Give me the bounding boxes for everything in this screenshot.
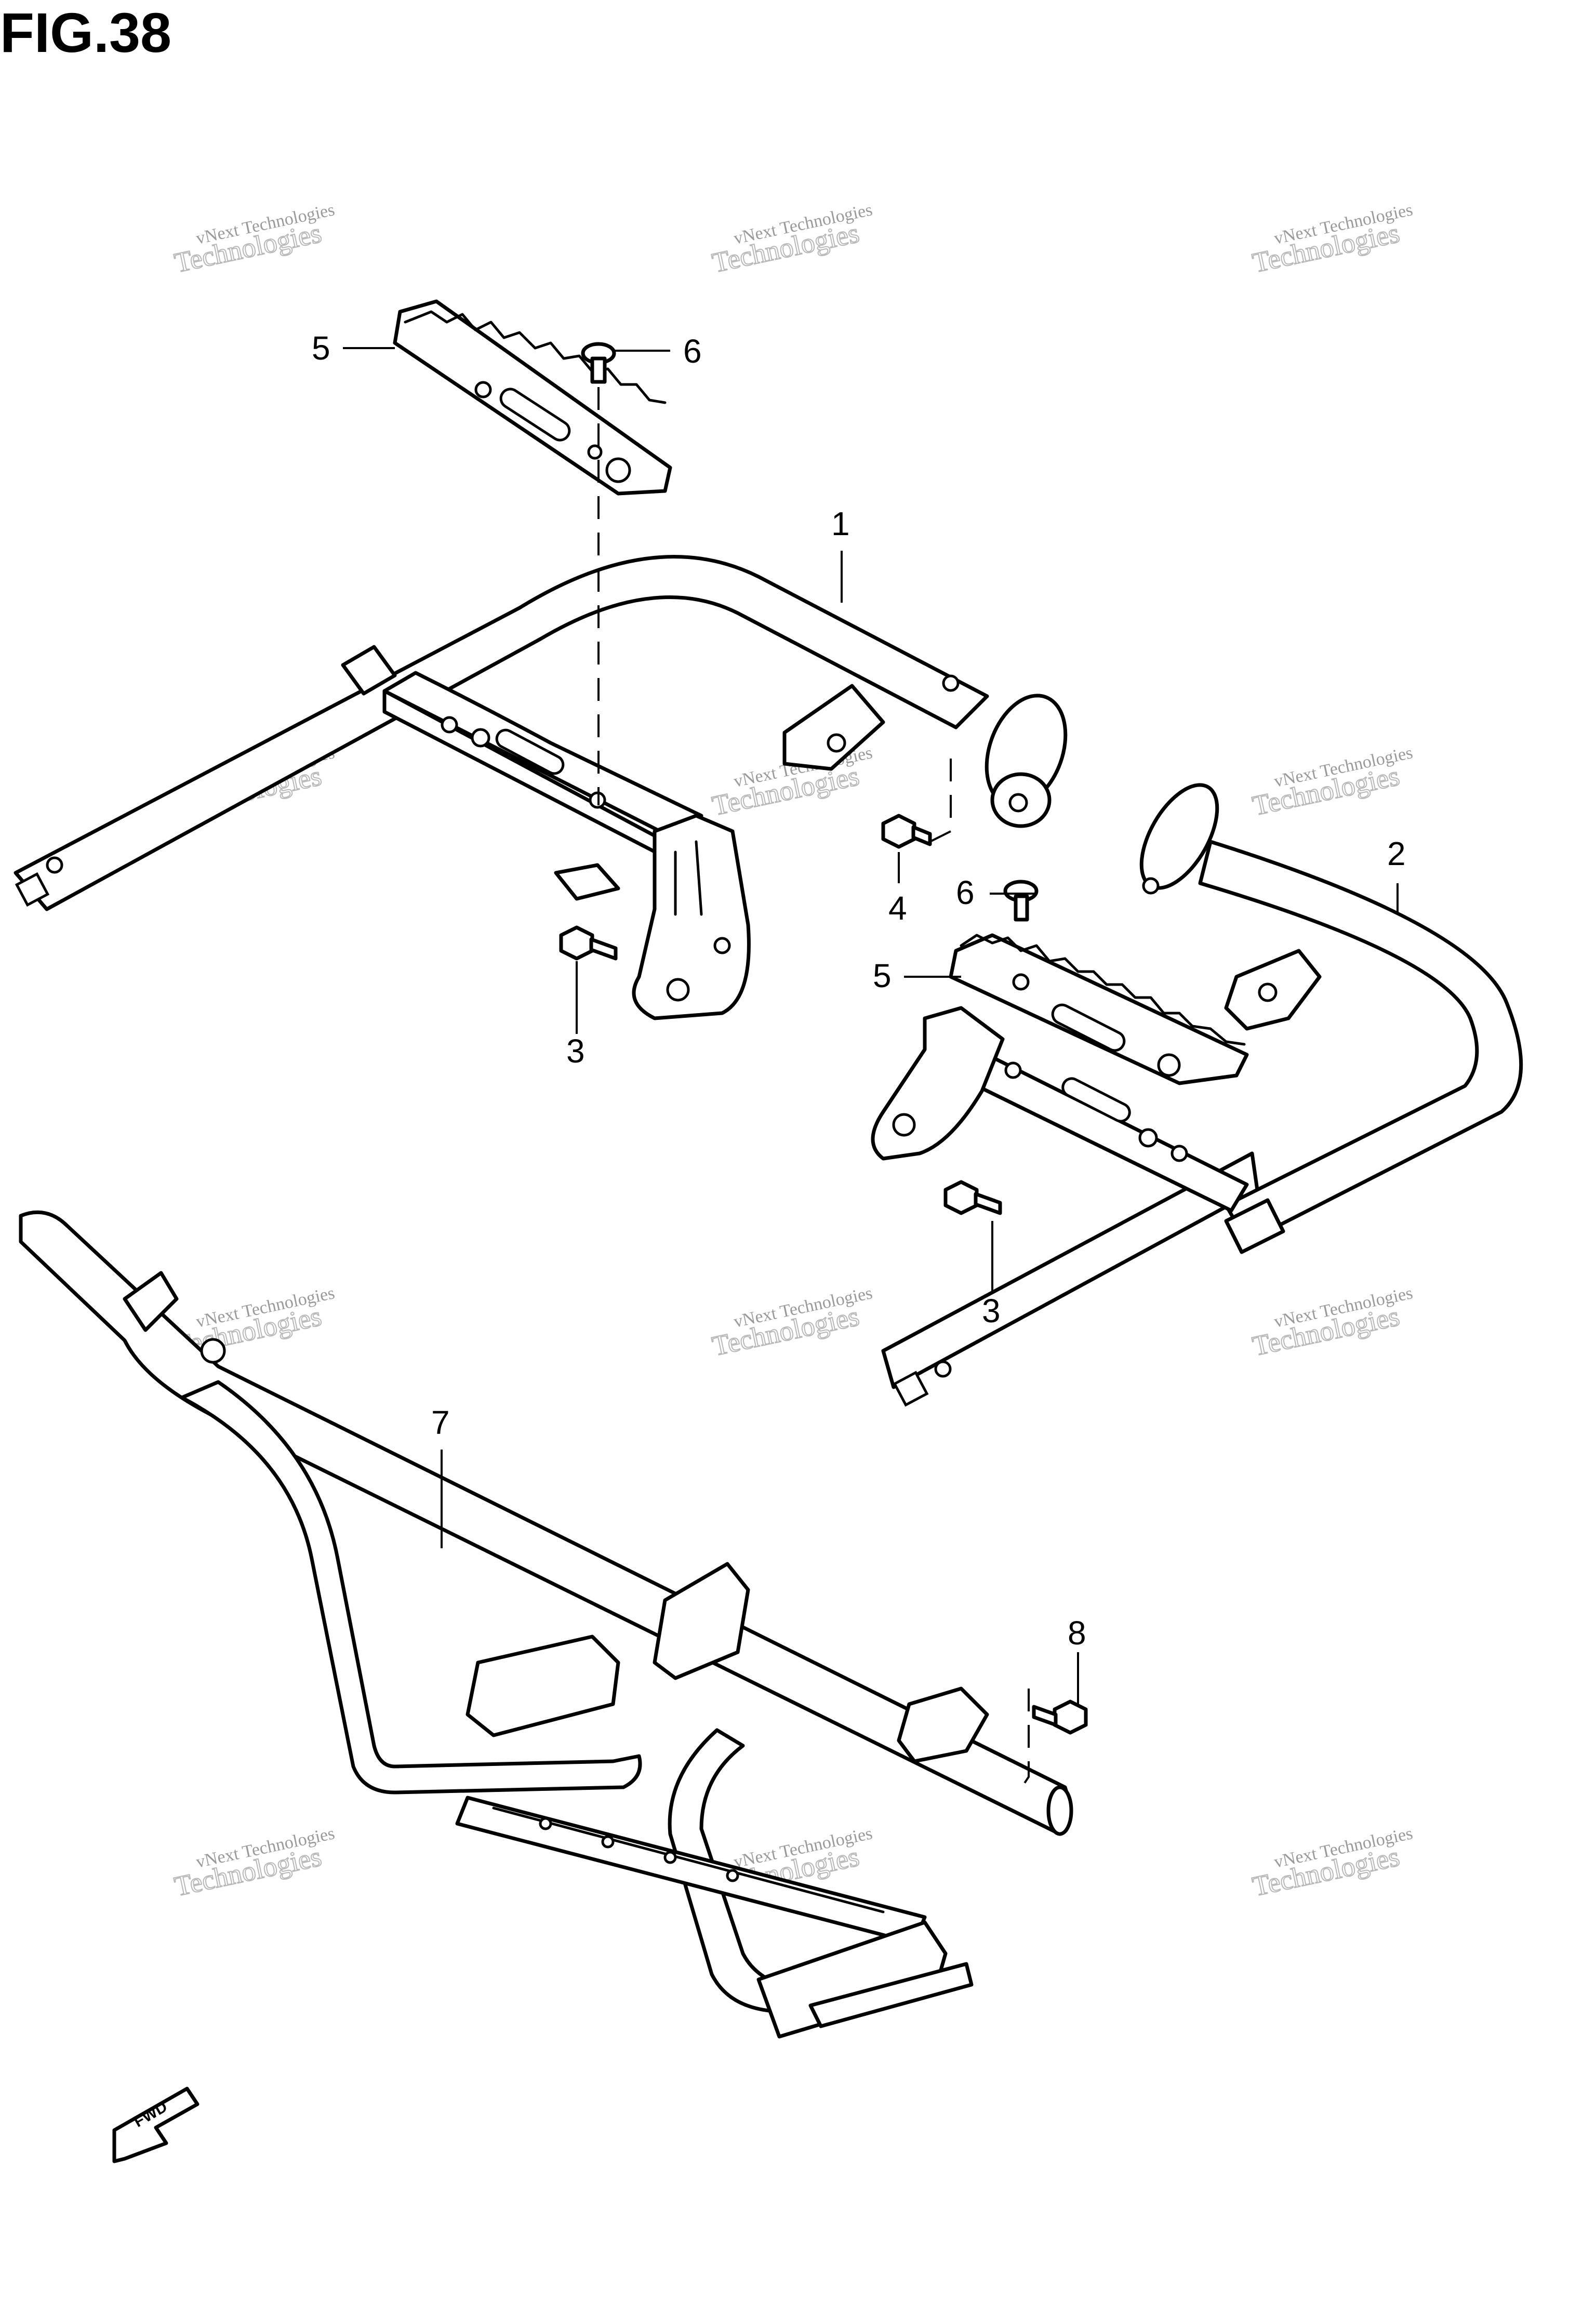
callout-6-lower: 6 xyxy=(956,874,975,911)
callout-3-right: 3 xyxy=(566,1032,585,1070)
watermark: Technologies vNext Technologies xyxy=(709,1283,874,1362)
callout-7: 7 xyxy=(431,1404,450,1441)
part-3-bolt-right xyxy=(559,925,618,961)
part-1-footrest-frame-right xyxy=(14,555,1068,1020)
callout-3-left: 3 xyxy=(982,1292,1001,1330)
part-2-footrest-frame-left xyxy=(871,783,1523,1407)
callout-6-upper: 6 xyxy=(683,333,702,370)
callout-5-upper: 5 xyxy=(312,329,330,367)
leader-lines xyxy=(343,347,1399,1793)
watermark: Technologies vNext Technologies xyxy=(709,200,874,279)
callout-1: 1 xyxy=(831,505,850,542)
part-8-bolt xyxy=(1032,1699,1088,1735)
fwd-direction-arrow: FWD xyxy=(112,2087,200,2163)
callout-4: 4 xyxy=(888,889,907,927)
callout-2: 2 xyxy=(1387,835,1406,872)
watermark: Technologies vNext Technologies xyxy=(1249,200,1414,279)
part-7-front-guard-frame xyxy=(19,1210,1073,2039)
callout-5-lower: 5 xyxy=(873,957,892,994)
part-5-footrest-plate-upper xyxy=(393,299,672,496)
callouts: 5 6 1 4 6 5 2 3 3 7 8 xyxy=(312,329,1406,1652)
part-3-bolt-left xyxy=(943,1180,1002,1215)
figure-title: FIG.38 xyxy=(0,1,171,64)
watermark: Technologies vNext Technologies xyxy=(171,200,336,279)
callout-8: 8 xyxy=(1068,1614,1086,1652)
watermark: Technologies vNext Technologies xyxy=(1249,1283,1414,1362)
watermark: Technologies vNext Technologies xyxy=(1249,1824,1414,1903)
fasteners xyxy=(559,342,1088,1735)
part-6-screw-upper xyxy=(581,342,616,384)
watermark: Technologies vNext Technologies xyxy=(1249,743,1414,822)
part-6-screw-lower xyxy=(1003,880,1039,922)
part-4-bolt xyxy=(881,814,932,849)
watermark: Technologies vNext Technologies xyxy=(171,1824,336,1903)
